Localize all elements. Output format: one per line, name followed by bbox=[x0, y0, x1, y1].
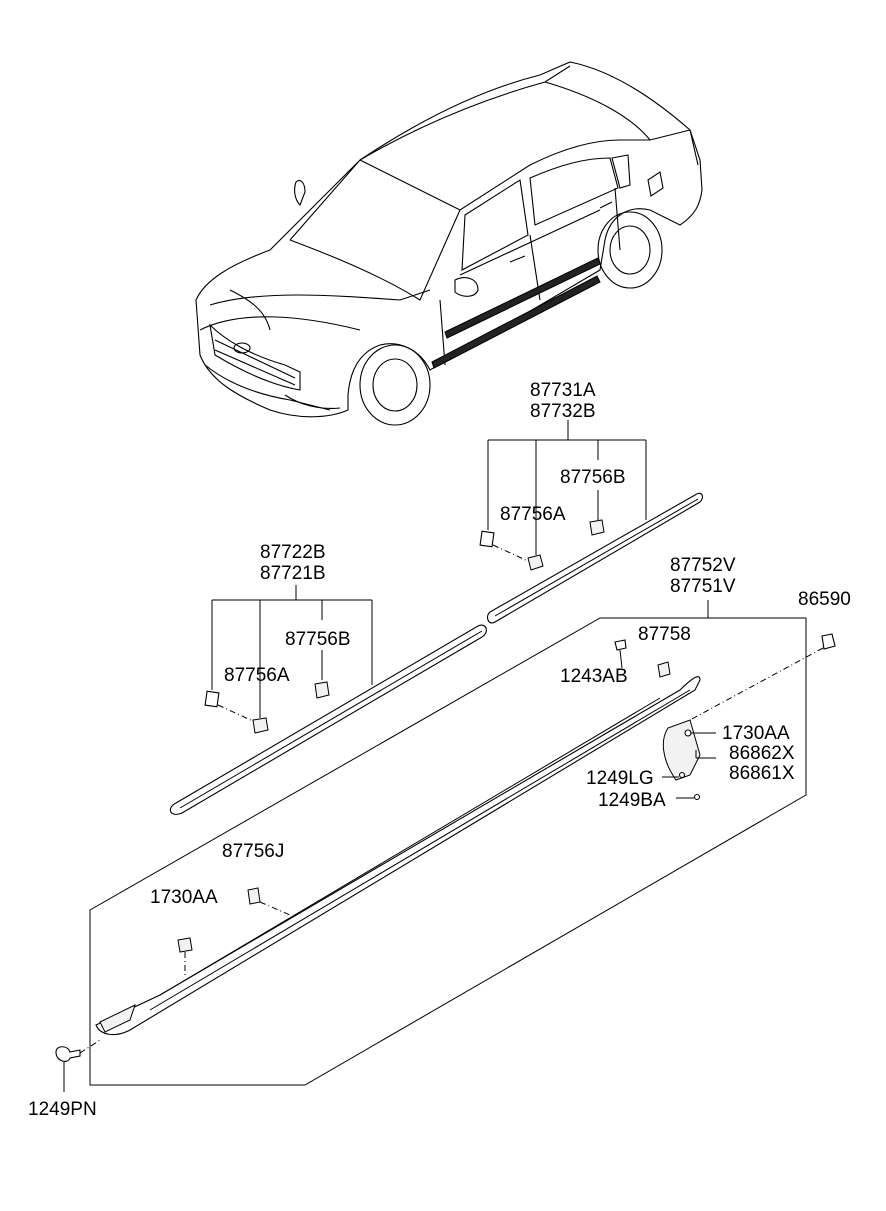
clip-87756A-top-b bbox=[527, 554, 544, 571]
label-87752V: 87752V bbox=[670, 555, 736, 576]
side-sill-molding-group bbox=[55, 600, 836, 1092]
label-87756A-mid: 87756A bbox=[224, 665, 290, 686]
screw-1249LG bbox=[678, 771, 686, 779]
part-labels: 87731A 87732B 87756B 87756A 87722B 87721… bbox=[28, 380, 851, 1120]
label-87731A: 87731A bbox=[530, 380, 596, 401]
rear-door-molding-group bbox=[479, 420, 704, 624]
clip-87756A-mid bbox=[204, 690, 220, 708]
clip-86590 bbox=[821, 633, 836, 650]
label-86861X: 86861X bbox=[729, 763, 795, 784]
label-86862X: 86862X bbox=[729, 743, 795, 764]
label-87722B: 87722B bbox=[260, 542, 326, 563]
label-87721B: 87721B bbox=[260, 563, 326, 584]
label-87756A-top: 87756A bbox=[500, 504, 566, 525]
label-1243AB: 1243AB bbox=[560, 666, 628, 687]
screw-1249PN bbox=[55, 1046, 81, 1062]
front-door-molding-group bbox=[169, 585, 487, 815]
side-sill-molding bbox=[95, 676, 701, 1036]
label-1249PN: 1249PN bbox=[28, 1099, 97, 1120]
label-87758: 87758 bbox=[638, 624, 691, 645]
sill-end-cap bbox=[662, 719, 701, 781]
clip-87756B-top bbox=[589, 519, 605, 536]
fastener-1730AA-right bbox=[684, 729, 692, 737]
clip-87756J bbox=[247, 887, 261, 905]
clip-1730AA-left bbox=[177, 937, 193, 953]
clip-87756A-mid-b bbox=[252, 717, 269, 734]
label-87756J: 87756J bbox=[222, 841, 284, 862]
clip-87756B-mid bbox=[314, 681, 330, 699]
label-87751V: 87751V bbox=[670, 576, 736, 597]
clip-87758 bbox=[657, 661, 671, 678]
label-86590: 86590 bbox=[798, 589, 851, 610]
label-87732B: 87732B bbox=[530, 401, 596, 422]
clip-87756A-top bbox=[479, 530, 495, 548]
label-87756B-mid: 87756B bbox=[285, 629, 351, 650]
label-87756B-top: 87756B bbox=[560, 467, 626, 488]
car-illustration bbox=[195, 61, 703, 426]
label-1249LG: 1249LG bbox=[586, 768, 654, 789]
label-1249BA: 1249BA bbox=[598, 790, 666, 811]
label-1730AA-left: 1730AA bbox=[150, 887, 218, 908]
screw-1243AB bbox=[614, 639, 627, 651]
screw-1249BA bbox=[693, 793, 701, 801]
label-1730AA-right: 1730AA bbox=[722, 723, 790, 744]
